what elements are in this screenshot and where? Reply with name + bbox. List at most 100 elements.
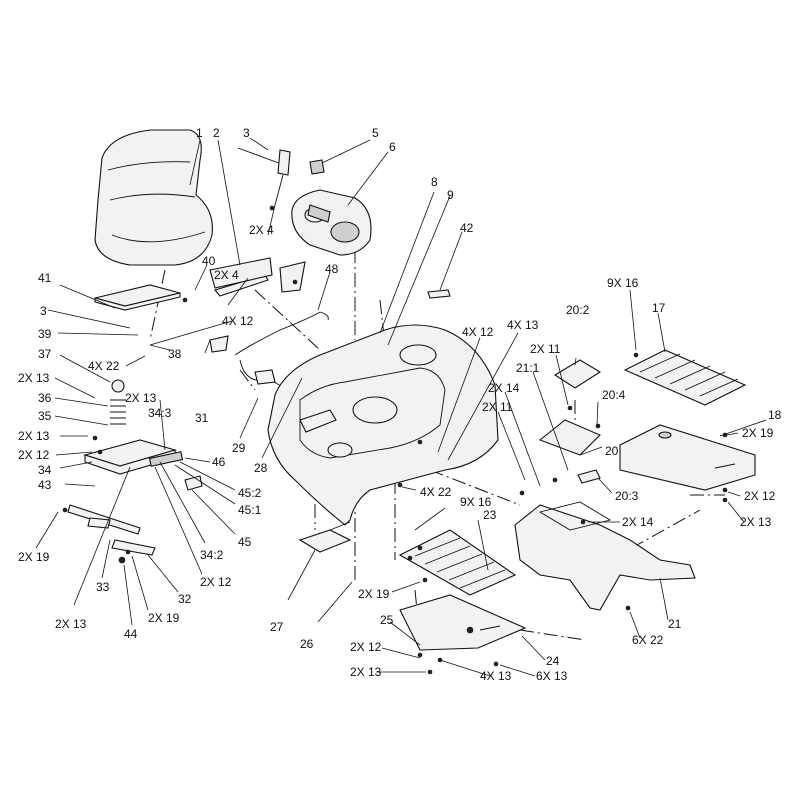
label-20-2: 20:2 [566, 303, 590, 317]
label-34-2: 34:2 [200, 548, 224, 562]
label-2x12-b: 2X 12 [200, 575, 232, 589]
bolts [397, 352, 728, 675]
label-37: 37 [38, 347, 52, 361]
label-2x11-a: 2X 11 [482, 400, 513, 414]
label-38: 38 [168, 347, 182, 361]
console-part-6 [291, 189, 372, 256]
label-33: 33 [96, 580, 110, 594]
label-46: 46 [212, 455, 226, 469]
label-20-3: 20:3 [615, 489, 639, 503]
label-17: 17 [652, 301, 666, 315]
label-48: 48 [325, 262, 339, 276]
rod-part-3 [237, 147, 291, 211]
label-4x22-a: 4X 22 [88, 359, 120, 373]
label-2x19-b: 2X 19 [148, 611, 180, 625]
footrest-left [398, 529, 517, 596]
label-40: 40 [202, 254, 216, 268]
label-2x14-a: 2X 14 [488, 381, 520, 395]
label-2x13-c: 2X 13 [18, 429, 50, 443]
label-2x19-a: 2X 19 [18, 550, 50, 564]
label-9x16-b: 9X 16 [607, 276, 639, 290]
frame-plate-18 [619, 424, 756, 491]
label-2x11-b: 2X 11 [530, 342, 561, 356]
label-21: 21 [668, 617, 682, 631]
label-2: 2 [213, 126, 220, 140]
label-43: 43 [38, 478, 52, 492]
leader-lines [35, 137, 767, 677]
label-9x16-a: 9X 16 [460, 495, 492, 509]
label-24: 24 [546, 654, 560, 668]
bracket-part-40 [214, 261, 306, 297]
label-34: 34 [38, 463, 52, 477]
seat-plate [94, 284, 188, 311]
decal-part-42 [427, 289, 451, 299]
label-2x13-a: 2X 13 [18, 371, 50, 385]
bolt-part-45 [184, 475, 203, 491]
label-36: 36 [38, 391, 52, 405]
label-39: 39 [38, 327, 52, 341]
label-31: 31 [195, 411, 209, 425]
label-21-1: 21:1 [516, 361, 540, 375]
label-35: 35 [38, 409, 52, 423]
part-labels: 1 2 3 5 6 2X 4 40 2X 4 48 8 9 42 41 3 4X… [18, 126, 782, 683]
label-2x12-d: 2X 12 [350, 640, 382, 654]
label-2x13-d: 2X 13 [55, 617, 87, 631]
label-5: 5 [372, 126, 379, 140]
label-2x19-c: 2X 19 [742, 426, 774, 440]
label-2x4-a: 2X 4 [249, 223, 274, 237]
label-25: 25 [380, 613, 394, 627]
label-28: 28 [254, 461, 268, 475]
label-32: 32 [178, 592, 192, 606]
label-4x13-b: 4X 13 [480, 669, 512, 683]
label-45-1: 45:1 [238, 503, 262, 517]
knob-part-5 [309, 159, 325, 175]
label-41: 41 [38, 271, 52, 285]
decal-part-2 [209, 257, 273, 289]
label-2x4-b: 2X 4 [214, 268, 239, 282]
label-2x13-e: 2X 13 [740, 515, 772, 529]
label-45-2: 45:2 [238, 486, 262, 500]
label-4x12-b: 4X 12 [462, 325, 494, 339]
label-20-4: 20:4 [602, 388, 626, 402]
label-34-3: 34:3 [148, 406, 172, 420]
label-26: 26 [300, 637, 314, 651]
label-8: 8 [431, 175, 438, 189]
fender-body [267, 324, 499, 531]
label-44: 44 [124, 627, 138, 641]
label-23: 23 [483, 508, 497, 522]
label-42: 42 [460, 221, 474, 235]
side-pod-21 [514, 501, 696, 611]
label-6x13: 6X 13 [536, 669, 568, 683]
seat [94, 129, 213, 266]
label-2x19-d: 2X 19 [358, 587, 390, 601]
label-4x22-b: 4X 22 [420, 485, 452, 499]
label-6: 6 [389, 140, 396, 154]
linkage-parts [62, 504, 156, 564]
label-2x13-b: 2X 13 [125, 391, 157, 405]
plate-part-27 [298, 529, 352, 553]
spring-assembly [83, 379, 184, 475]
label-4x12-a: 4X 12 [222, 314, 254, 328]
label-29: 29 [232, 441, 246, 455]
label-2x12-c: 2X 12 [744, 489, 776, 503]
label-2x14-b: 2X 14 [622, 515, 654, 529]
label-2x13-f: 2X 13 [350, 665, 382, 679]
footrest-right [623, 349, 747, 406]
label-3-lower: 3 [40, 304, 47, 318]
sticker-part-20-2 [553, 359, 602, 389]
label-3-upper: 3 [243, 126, 250, 140]
label-9: 9 [447, 188, 454, 202]
label-4x13-a: 4X 13 [507, 318, 539, 332]
frame-plate-24 [399, 594, 527, 663]
harness-part-48 [209, 311, 329, 397]
label-2x12-a: 2X 12 [18, 448, 50, 462]
label-20: 20 [605, 444, 619, 458]
plate-part-20 [538, 419, 601, 484]
label-18: 18 [768, 408, 782, 422]
label-6x22: 6X 22 [632, 633, 664, 647]
label-45: 45 [238, 535, 252, 549]
label-1: 1 [196, 126, 203, 140]
label-27: 27 [270, 620, 284, 634]
